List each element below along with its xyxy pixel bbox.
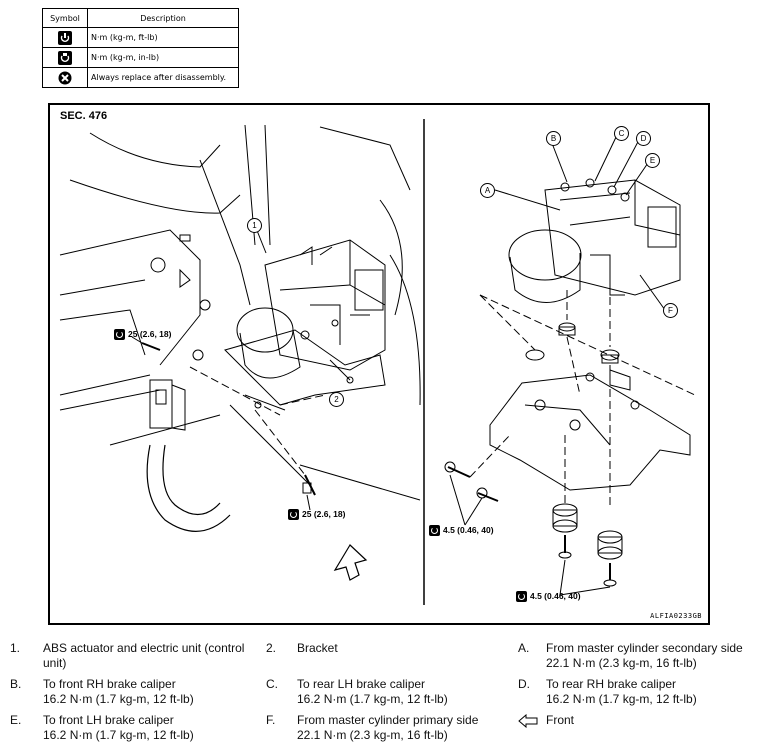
symbol-table-header: Symbol Description bbox=[42, 8, 239, 28]
callout-b: B bbox=[546, 131, 561, 146]
callout-2: 2 bbox=[329, 392, 344, 407]
legend-item-a: A. From master cylinder secondary side 2… bbox=[518, 641, 743, 670]
torque-label-lower-left: 25 (2.6, 18) bbox=[288, 509, 345, 521]
symbol-table: Symbol Description N·m (kg-m, ft-lb) N·m… bbox=[42, 8, 239, 88]
callout-1: 1 bbox=[247, 218, 262, 233]
legend-item-b: B. To front RH brake caliper 16.2 N·m (1… bbox=[10, 677, 194, 706]
callout-e: E bbox=[645, 153, 660, 168]
symbol-row: N·m (kg-m, ft-lb) bbox=[42, 27, 239, 48]
abs-actuator-left bbox=[236, 239, 386, 379]
legend-item-d: D. To rear RH brake caliper 16.2 N·m (1.… bbox=[518, 677, 697, 706]
torque-in-lb-icon bbox=[58, 50, 72, 65]
bracket-right bbox=[489, 369, 691, 491]
symbol-description: N·m (kg-m, ft-lb) bbox=[87, 27, 239, 48]
legend-item-2: 2. Bracket bbox=[266, 641, 338, 655]
front-arrow-figure bbox=[333, 544, 368, 581]
bolts-right bbox=[444, 461, 623, 587]
torque-in-lb-icon bbox=[429, 525, 440, 537]
header-description: Description bbox=[87, 8, 239, 28]
callout-leaders-right bbox=[131, 132, 666, 596]
hose bbox=[146, 444, 231, 532]
torque-in-lb-icon bbox=[516, 591, 527, 603]
connector-left bbox=[149, 379, 186, 431]
assembly-lines-left bbox=[189, 366, 326, 476]
torque-ft-lb-icon bbox=[288, 509, 299, 521]
symbol-row: N·m (kg-m, in-lb) bbox=[42, 47, 239, 68]
callout-d: D bbox=[636, 131, 651, 146]
legend-item-e: E. To front LH brake caliper 16.2 N·m (1… bbox=[10, 713, 194, 742]
symbol-description: Always replace after disassembly. bbox=[87, 67, 239, 88]
callout-f: F bbox=[663, 303, 678, 318]
torque-label-right-bottom: 4.5 (0.46, 40) bbox=[516, 591, 581, 603]
torque-ft-lb-icon bbox=[114, 329, 125, 341]
abs-actuator-right bbox=[508, 178, 681, 303]
legend-item-c: C. To rear LH brake caliper 16.2 N·m (1.… bbox=[266, 677, 448, 706]
symbol-description: N·m (kg-m, in-lb) bbox=[87, 47, 239, 68]
torque-label-upper-left: 25 (2.6, 18) bbox=[114, 329, 171, 341]
callout-a: A bbox=[480, 183, 495, 198]
section-label: SEC. 476 bbox=[60, 110, 108, 122]
exploded-view-figure: SEC. 476 bbox=[48, 103, 710, 625]
torque-ft-lb-icon bbox=[58, 30, 72, 45]
symbol-row: Always replace after disassembly. bbox=[42, 67, 239, 88]
legend-item-1: 1. ABS actuator and electric unit (contr… bbox=[10, 641, 245, 670]
always-replace-icon bbox=[58, 71, 72, 84]
front-arrow-icon bbox=[518, 714, 538, 728]
vehicle-body-left bbox=[59, 124, 421, 501]
header-symbol: Symbol bbox=[42, 8, 88, 28]
legend-item-front: Front bbox=[518, 713, 638, 729]
legend-item-f: F. From master cylinder primary side 22.… bbox=[266, 713, 479, 742]
torque-label-right-bracket: 4.5 (0.46, 40) bbox=[429, 525, 494, 537]
callout-c: C bbox=[614, 126, 629, 141]
figure-id: ALFIA0233GB bbox=[650, 612, 702, 620]
bolts-left bbox=[141, 342, 316, 496]
assembly-lines-right bbox=[469, 285, 696, 505]
figure-drawing bbox=[59, 119, 696, 605]
grommets-right bbox=[525, 322, 620, 364]
